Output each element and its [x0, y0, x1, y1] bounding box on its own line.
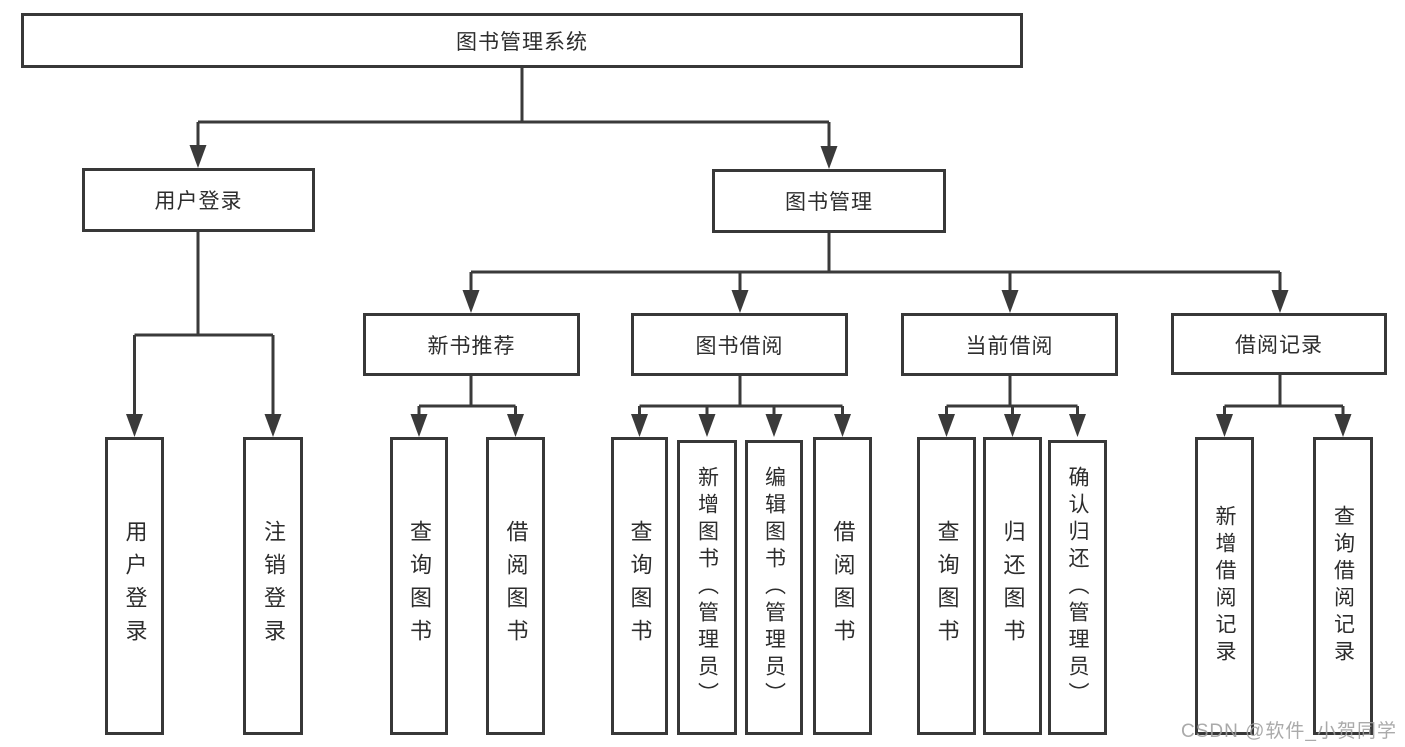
leaf-add-borrow-record: 新增借阅记录 — [1195, 437, 1254, 735]
node-book-borrowing: 图书借阅 — [631, 313, 848, 376]
leaf-confirm-return-admin: 确认归还（管理员） — [1048, 440, 1107, 735]
connector-current-borrow-to-leaves — [938, 376, 1086, 437]
node-new-book-recommend-label: 新书推荐 — [427, 334, 516, 358]
node-new-book-recommend: 新书推荐 — [363, 313, 580, 376]
connector-root-to-level2 — [189, 68, 838, 169]
leaf-query-borrow-record: 查询借阅记录 — [1313, 437, 1373, 735]
leaf-query-books-recommend: 查询图书 — [390, 437, 448, 735]
node-borrowing-records: 借阅记录 — [1171, 313, 1387, 375]
leaf-logout-label: 注销登录 — [261, 520, 286, 652]
leaf-return-books-label: 归还图书 — [1000, 520, 1026, 652]
node-borrowing-records-label: 借阅记录 — [1235, 334, 1323, 357]
connector-user-login-to-leaves — [126, 232, 282, 437]
leaf-add-books-admin-label: 新增图书（管理员） — [695, 466, 719, 709]
node-book-management-module: 图书管理 — [712, 169, 946, 233]
leaf-borrow-books-label: 借阅图书 — [830, 520, 856, 652]
leaf-query-books-current: 查询图书 — [917, 437, 976, 735]
node-current-borrowing-label: 当前借阅 — [965, 334, 1054, 358]
leaf-logout: 注销登录 — [243, 437, 303, 735]
connector-new-book-to-leaves — [410, 376, 524, 437]
node-user-login-module: 用户登录 — [82, 168, 315, 232]
leaf-confirm-return-admin-label: 确认归还（管理员） — [1066, 466, 1089, 709]
leaf-borrow-books-recommend: 借阅图书 — [486, 437, 545, 735]
leaf-query-books-recommend-label: 查询图书 — [407, 520, 432, 652]
csdn-watermark: CSDN @软件_小贺同学 — [1181, 721, 1397, 742]
leaf-query-books-borrow-label: 查询图书 — [627, 520, 653, 652]
leaf-add-borrow-record-label: 新增借阅记录 — [1213, 505, 1236, 667]
node-current-borrowing: 当前借阅 — [901, 313, 1118, 376]
node-book-borrowing-label: 图书借阅 — [695, 334, 784, 358]
leaf-user-login-label: 用户登录 — [122, 520, 148, 652]
connector-book-management-to-level3 — [462, 233, 1289, 313]
node-book-management-label: 图书管理 — [785, 191, 873, 214]
node-user-login-label: 用户登录 — [154, 190, 243, 213]
leaf-edit-books-admin: 编辑图书（管理员） — [745, 440, 803, 735]
leaf-borrow-books: 借阅图书 — [813, 437, 872, 735]
leaf-query-books-current-label: 查询图书 — [934, 520, 960, 652]
node-root-label: 图书管理系统 — [456, 30, 588, 54]
leaf-return-books: 归还图书 — [983, 437, 1042, 735]
connector-book-borrow-to-leaves — [631, 376, 851, 437]
leaf-edit-books-admin-label: 编辑图书（管理员） — [762, 466, 786, 709]
node-root-library-system: 图书管理系统 — [21, 13, 1023, 68]
leaf-query-borrow-record-label: 查询借阅记录 — [1331, 505, 1355, 667]
leaf-borrow-books-recommend-label: 借阅图书 — [503, 520, 529, 652]
leaf-user-login: 用户登录 — [105, 437, 164, 735]
leaf-add-books-admin: 新增图书（管理员） — [677, 440, 737, 735]
leaf-query-books-borrow: 查询图书 — [611, 437, 668, 735]
connector-borrow-records-to-leaves — [1216, 375, 1352, 437]
